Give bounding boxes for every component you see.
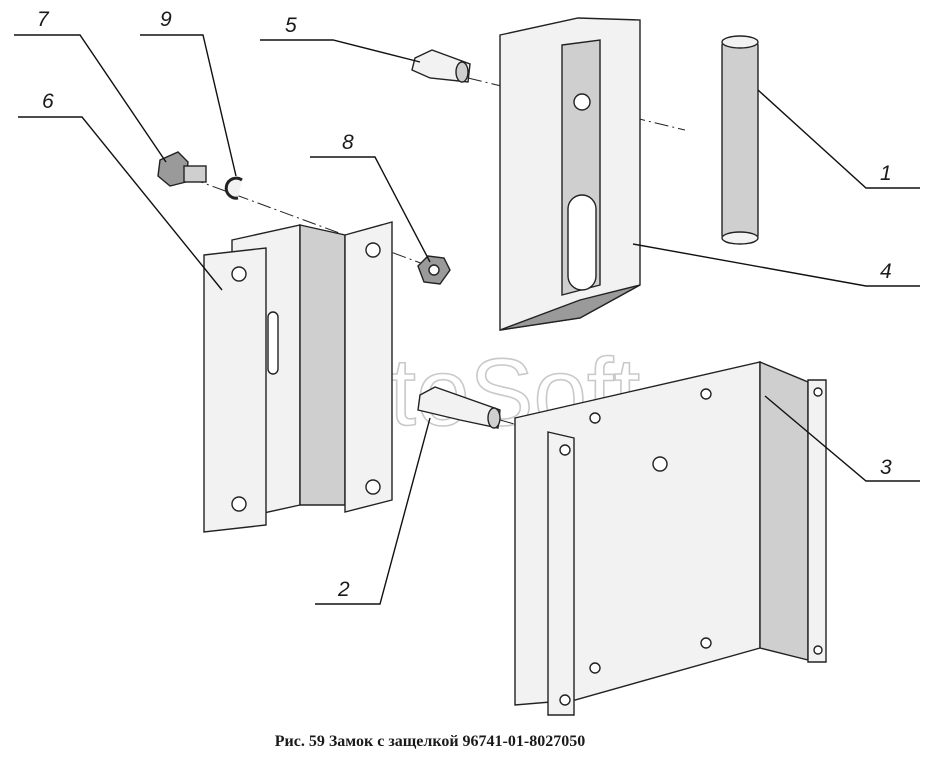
callout-4: 4 — [632, 243, 920, 287]
axis-line-bolt7 — [189, 177, 446, 273]
svg-text:8: 8 — [342, 131, 354, 154]
callout-2: 2 — [315, 417, 431, 605]
svg-text:1: 1 — [880, 162, 892, 185]
part-9-ring — [224, 176, 243, 200]
callout-1: 1 — [757, 89, 920, 189]
part-2-pin — [417, 386, 501, 429]
svg-text:6: 6 — [42, 90, 54, 113]
callout-9: 9 — [140, 8, 237, 177]
callout-6: 6 — [18, 90, 223, 291]
svg-text:4: 4 — [880, 260, 892, 283]
svg-text:3: 3 — [880, 456, 892, 479]
part-1-spring — [721, 35, 759, 245]
part-4-latch-housing — [499, 17, 641, 331]
callout-5: 5 — [260, 14, 421, 63]
part-3-plate — [514, 360, 827, 716]
svg-text:2: 2 — [337, 578, 350, 601]
callout-8: 8 — [310, 131, 431, 263]
figure-caption: Рис. 59 Замок с защелкой 96741-01-802705… — [274, 733, 586, 750]
svg-text:5: 5 — [285, 14, 297, 37]
part-5-pin — [411, 49, 471, 83]
part-6-bracket — [203, 221, 393, 533]
part-8-nut — [417, 255, 451, 285]
part-7-bolt — [157, 151, 207, 187]
svg-text:9: 9 — [160, 8, 172, 31]
callout-3: 3 — [764, 395, 920, 482]
callout-7: 7 — [14, 8, 167, 163]
svg-text:7: 7 — [37, 8, 50, 31]
